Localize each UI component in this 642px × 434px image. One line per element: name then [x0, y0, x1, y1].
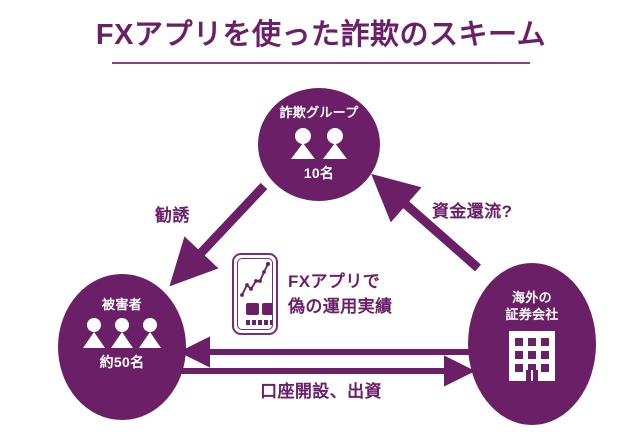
person-body	[323, 143, 347, 159]
person-body	[291, 143, 315, 159]
person-icon	[291, 128, 315, 159]
title-block: FXアプリを使った詐欺のスキーム	[0, 18, 642, 52]
building-window	[515, 364, 523, 372]
person-body	[139, 332, 161, 348]
node-victims-count: 約50名	[99, 354, 145, 370]
chart-point	[258, 279, 262, 283]
phone-button	[246, 320, 250, 325]
phone-tile	[262, 303, 272, 315]
phone-tile-row	[246, 303, 272, 315]
app-caption: FXアプリで 偽の運用実績	[288, 269, 392, 319]
node-fraud-group-count: 10名	[303, 165, 335, 181]
node-fraud-group-label: 詐欺グループ	[279, 105, 359, 120]
page-title: FXアプリを使った詐欺のスキーム	[95, 19, 547, 51]
chart-point	[245, 283, 249, 287]
phone-button	[264, 320, 268, 325]
chart-point	[262, 270, 266, 274]
phone-button	[270, 320, 272, 325]
people-icon	[258, 128, 380, 159]
phone-button	[258, 320, 262, 325]
arrow-solicitation	[169, 182, 268, 287]
person-icon	[111, 318, 133, 348]
line-chart-icon	[240, 261, 271, 297]
building-window	[541, 364, 549, 372]
person-head	[327, 128, 343, 144]
node-brokerage-label-line2: 証券会社	[505, 307, 559, 322]
node-victims-label: 被害者	[102, 297, 142, 312]
edge-label-fund-reflux: 資金還流?	[432, 202, 513, 221]
phone-screen	[237, 258, 273, 330]
title-underline-rule	[112, 62, 530, 64]
phone-button-row	[246, 320, 272, 325]
person-icon	[83, 318, 105, 348]
building-window	[528, 351, 536, 359]
arrow-fund-reflux	[371, 173, 481, 272]
building-window	[528, 364, 536, 372]
edge-label-solicitation: 勧誘	[155, 206, 190, 225]
edge-label-account-open: 口座開設、出資	[260, 382, 382, 401]
node-brokerage-label-line1: 海外の	[512, 290, 552, 305]
chart-point	[240, 293, 244, 297]
person-head	[115, 318, 129, 332]
phone-button	[252, 320, 256, 325]
person-icon	[139, 318, 161, 348]
person-head	[143, 318, 157, 332]
people-icon	[58, 318, 186, 348]
node-victims[interactable]: 被害者 約50名	[58, 274, 186, 420]
center-callout: FXアプリで 偽の運用実績	[232, 248, 422, 340]
building-window-grid	[515, 338, 549, 372]
building-window	[541, 351, 549, 359]
chart-point	[254, 279, 258, 283]
chart-point	[265, 261, 271, 267]
person-head	[295, 128, 311, 144]
person-head	[87, 318, 101, 332]
node-fraud-group[interactable]: 詐欺グループ 10名	[258, 88, 380, 201]
building-window	[515, 351, 523, 359]
smartphone-chart-icon	[232, 253, 278, 335]
app-caption-line2: 偽の運用実績	[288, 297, 393, 316]
app-caption-line1: FXアプリで	[288, 272, 381, 291]
phone-tile	[246, 303, 259, 315]
building-window	[528, 338, 536, 346]
node-brokerage[interactable]: 海外の 証券会社	[468, 263, 596, 425]
person-body	[111, 332, 133, 348]
building-window	[515, 338, 523, 346]
building-door-divider	[531, 370, 533, 381]
building-window	[541, 338, 549, 346]
building-icon	[509, 331, 555, 381]
person-body	[83, 332, 105, 348]
chart-point	[249, 287, 253, 291]
person-icon	[323, 128, 347, 159]
